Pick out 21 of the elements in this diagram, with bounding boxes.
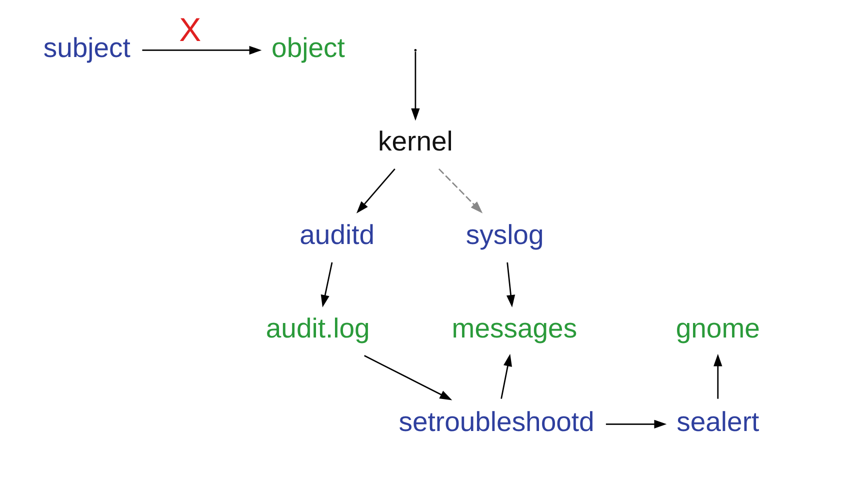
arrow <box>142 45 262 54</box>
node-text: audit.log <box>265 312 370 344</box>
node-text: syslog <box>465 218 544 250</box>
node-text: gnome <box>675 312 760 344</box>
node-text: auditd <box>299 218 374 250</box>
arrow <box>320 262 332 307</box>
arrow <box>438 168 482 213</box>
arrow <box>356 168 395 213</box>
arrow <box>506 262 515 307</box>
arrow <box>364 354 452 400</box>
arrow <box>500 353 512 398</box>
node-text: subject <box>42 32 130 63</box>
arrow <box>605 419 666 428</box>
arrow <box>410 51 420 120</box>
edge-label: X <box>178 10 201 48</box>
node-text: setroubleshootd <box>398 406 594 437</box>
node-text: messages <box>451 312 577 344</box>
node-text: kernel <box>378 125 452 156</box>
arrow <box>713 353 722 398</box>
node-text: object <box>271 32 344 63</box>
node-text: sealert <box>676 406 759 437</box>
